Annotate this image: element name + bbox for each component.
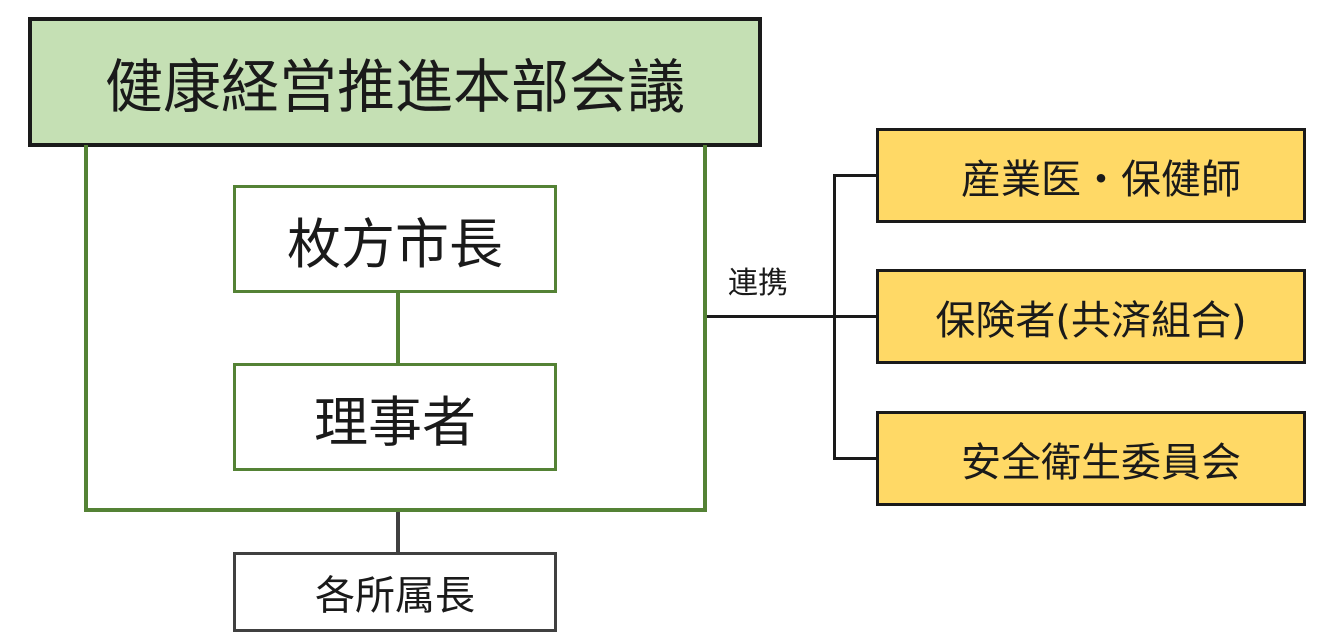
headquarters-box: 健康経営推進本部会議 <box>28 17 762 147</box>
director-label: 理事者 <box>314 390 476 454</box>
mayor-director-connector <box>396 293 400 363</box>
director-box: 理事者 <box>233 363 557 471</box>
partner-box-insurer: 保険者(共済組合) <box>876 269 1306 364</box>
partner-0-branch-line <box>833 174 876 177</box>
partner-box-occupational-health: 産業医・保健師 <box>876 128 1306 223</box>
partner-label: 産業医・保健師 <box>961 156 1241 203</box>
mayor-label: 枚方市長 <box>287 212 503 276</box>
headquarters-label: 健康経営推進本部会議 <box>104 53 685 121</box>
collaboration-vertical-line <box>833 174 836 460</box>
department-heads-label: 各所属長 <box>315 573 475 619</box>
leadership-frame <box>84 145 707 512</box>
partner-label: 安全衛生委員会 <box>961 439 1241 486</box>
mayor-box: 枚方市長 <box>233 185 557 293</box>
partner-box-safety-committee: 安全衛生委員会 <box>876 411 1306 506</box>
partner-label: 保険者(共済組合) <box>935 297 1247 344</box>
frame-dept-connector <box>396 512 400 552</box>
collaboration-label: 連携 <box>728 266 788 301</box>
department-heads-box: 各所属長 <box>233 552 557 632</box>
partner-2-branch-line <box>833 457 876 460</box>
collaboration-horizontal-line <box>707 315 876 318</box>
